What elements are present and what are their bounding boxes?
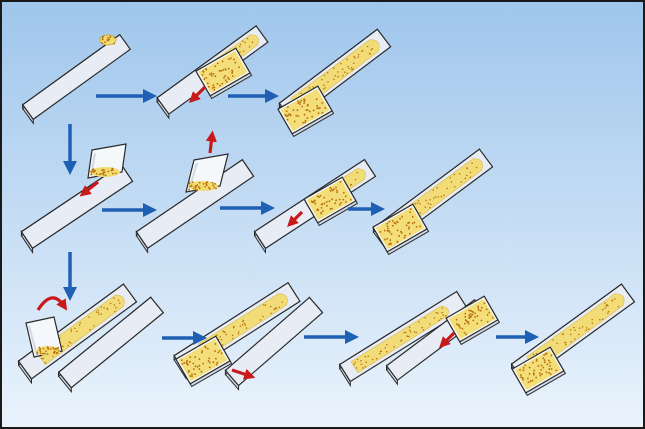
step-7-coverslip: [372, 203, 430, 256]
step-2-coverslip: [195, 47, 253, 100]
step-1-slide: [21, 33, 132, 125]
step-10-coverslip: [445, 295, 501, 346]
motion-arrow-step-6: [287, 210, 304, 227]
step-9-slide-b: [224, 296, 324, 391]
arrows-layer: [36, 85, 539, 380]
step-5-spreader: [185, 153, 229, 193]
specimen-drop: [99, 34, 117, 46]
step-10-smear: [350, 305, 449, 374]
slides-layer: [17, 24, 636, 397]
motion-arrow-step-5: [205, 130, 217, 154]
motion-arrow-step-10: [439, 331, 456, 348]
step-3-coverslip: [277, 85, 335, 138]
step-11-coverslip: [511, 346, 567, 397]
step-8-coverslip: [25, 316, 63, 358]
step-6-coverslip: [303, 176, 359, 227]
motion-arrow-step-9: [231, 368, 256, 380]
step-9-coverslip: [175, 335, 233, 388]
motion-arrow-step-2: [189, 85, 207, 103]
step-8-slide-b: [57, 296, 165, 394]
step-4-spreader: [87, 143, 127, 179]
motion-arrow-step-4: [79, 180, 99, 197]
curved-flip-arrow-icon: [36, 296, 68, 311]
